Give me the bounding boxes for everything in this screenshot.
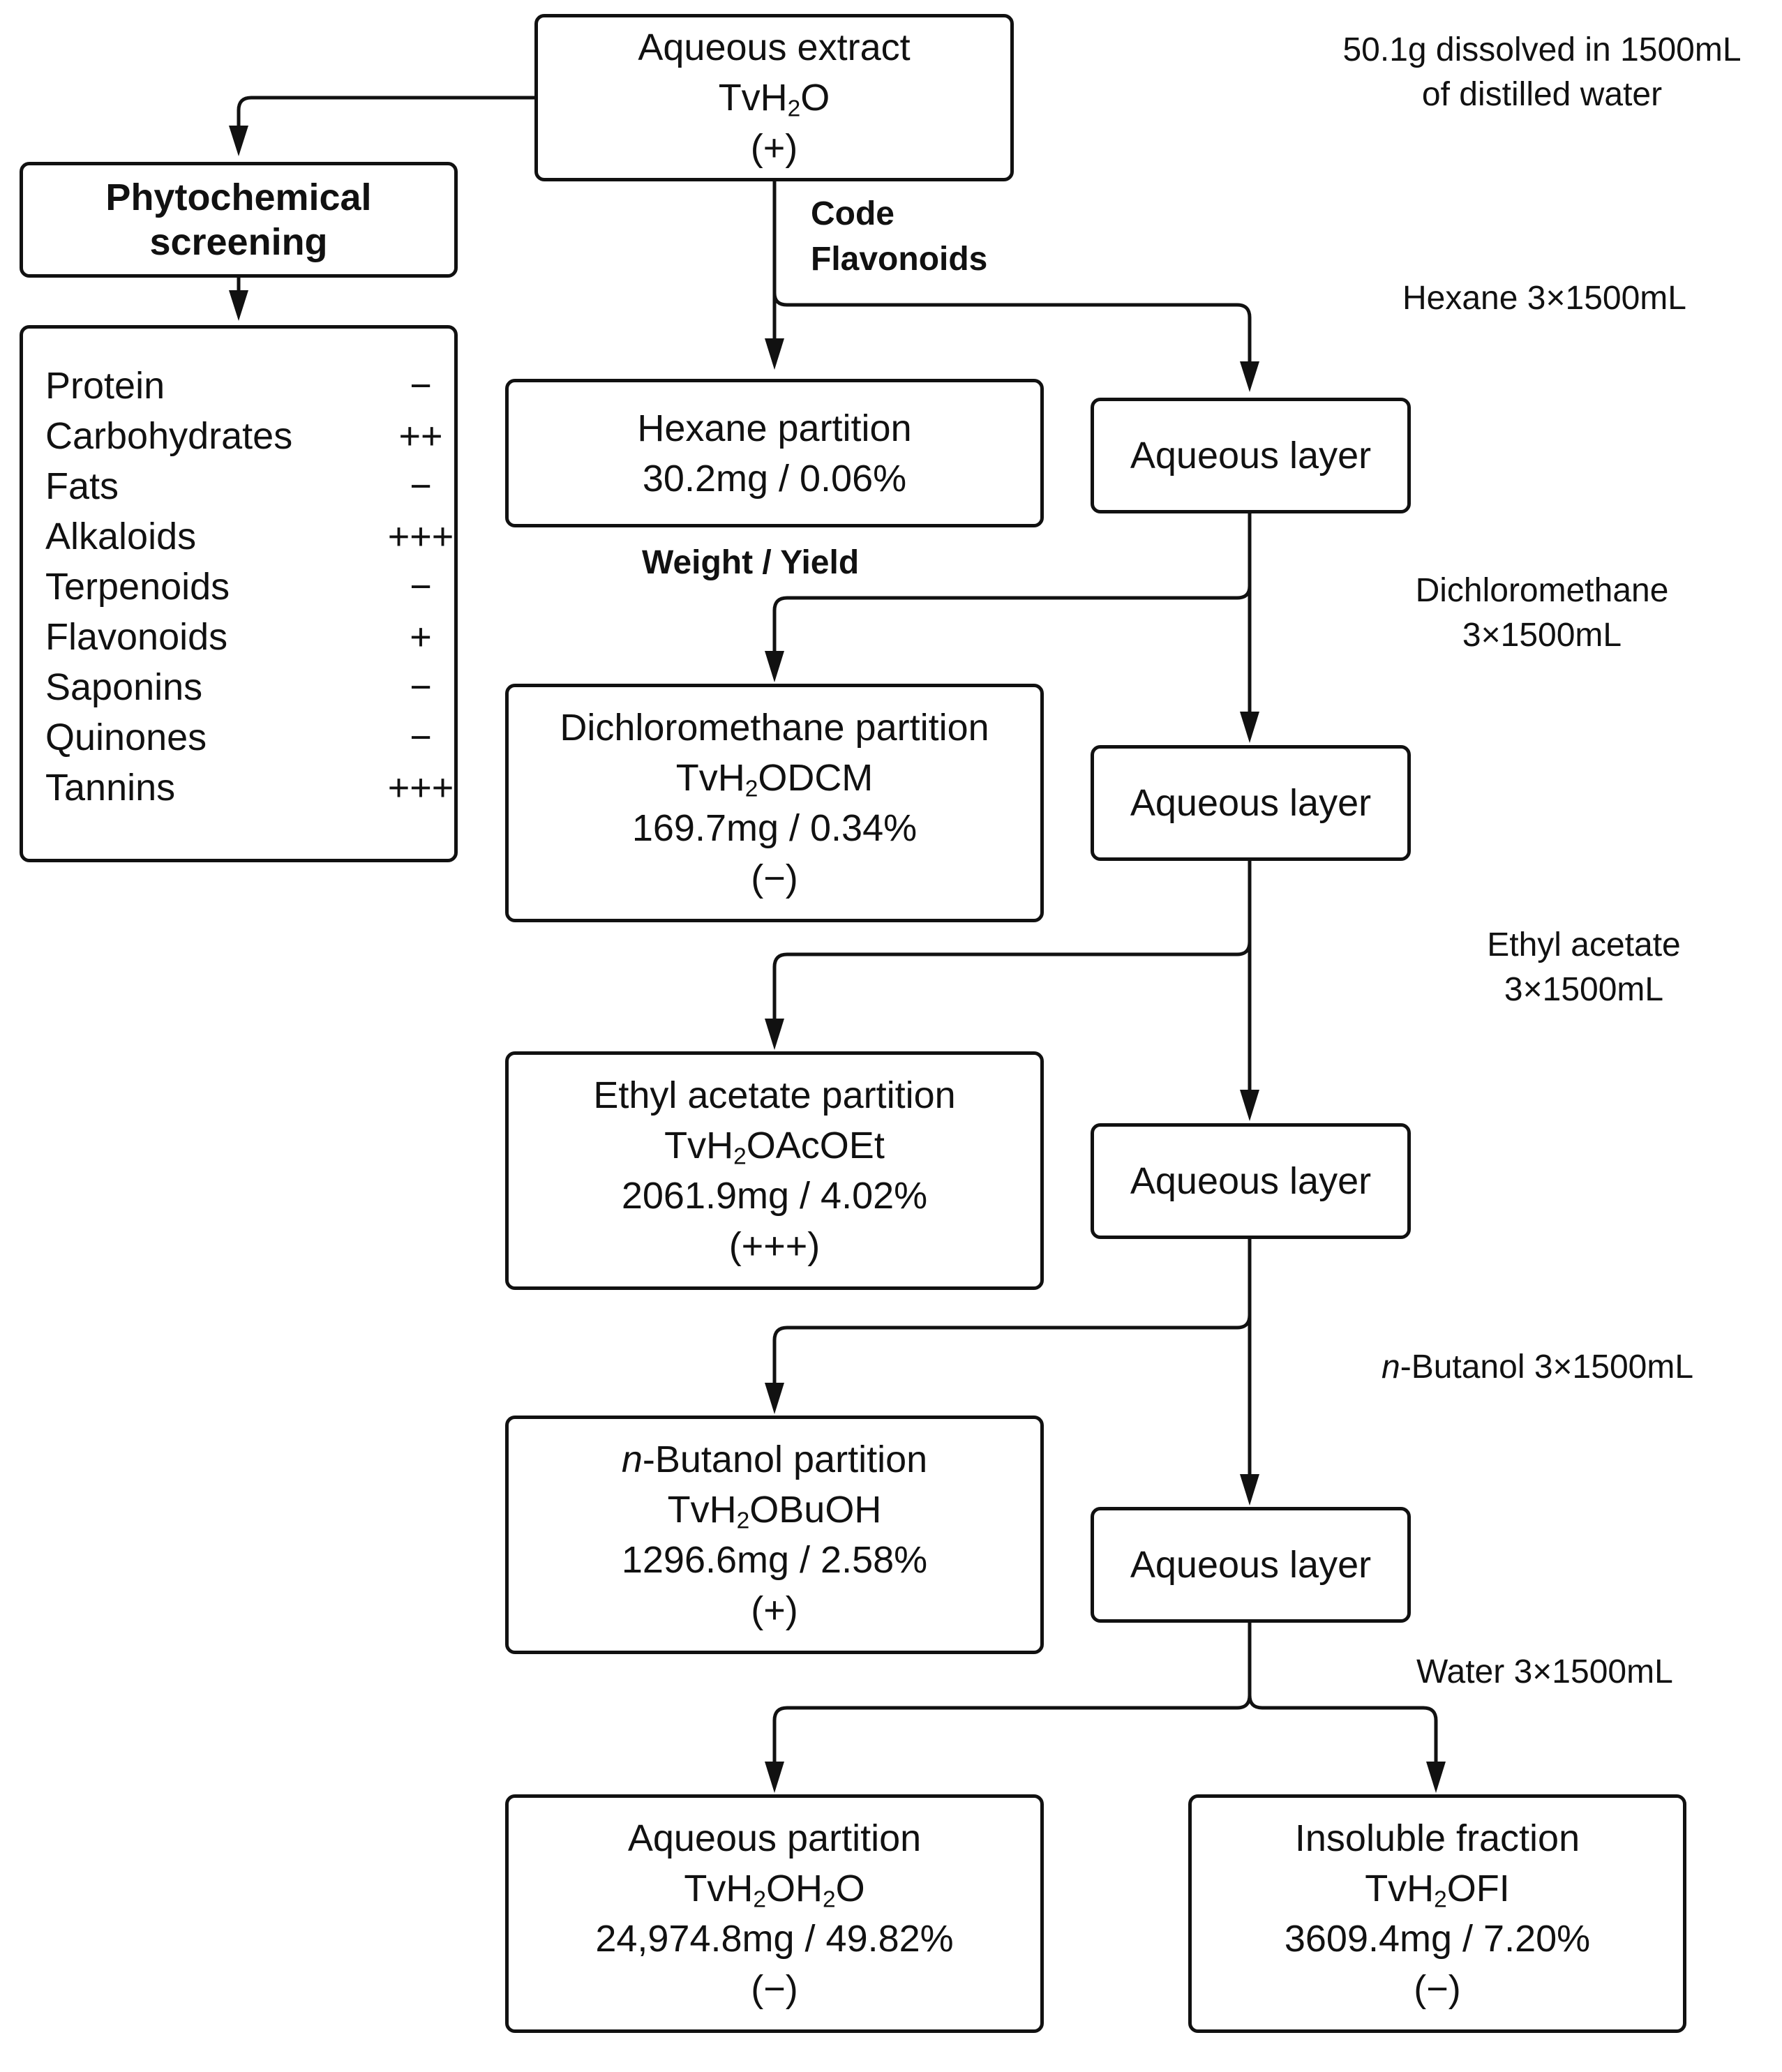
insoluble-fraction-box: Insoluble fraction TvH2OFI 3609.4mg / 7.… <box>1188 1794 1686 2033</box>
arrowhead <box>1240 1474 1259 1506</box>
legend-flavonoids-label: Flavonoids <box>811 241 988 278</box>
butanol-partition-box: n-Butanol partition TvH2OBuOH 1296.6mg /… <box>505 1416 1044 1654</box>
aqueous-extract-title: Aqueous extract <box>638 27 911 68</box>
screening-results-list: Protein− Carbohydrates++ Fats− Alkaloids… <box>20 325 458 862</box>
arrowhead <box>765 1762 784 1793</box>
solvent-dcm-label: Dichloromethane 3×1500mL <box>1415 572 1669 654</box>
aqueous-layer-box: Aqueous layer <box>1091 745 1411 861</box>
aqueous-partition-box: Aqueous partition TvH2OH2O 24,974.8mg / … <box>505 1794 1044 2033</box>
dissolve-note: 50.1g dissolved in 1500mL of distilled w… <box>1342 31 1742 113</box>
aqueous-extract-result: (+) <box>750 127 798 169</box>
aqueous-layer-box: Aqueous layer <box>1091 1507 1411 1623</box>
aqueous-extract-code: TvH2O <box>718 77 830 122</box>
aqueous-layer-box: Aqueous layer <box>1091 398 1411 513</box>
dcm-partition-box: Dichloromethane partition TvH2ODCM 169.7… <box>505 684 1044 922</box>
arrowhead <box>765 1383 784 1414</box>
arrowhead <box>765 651 784 682</box>
arrowhead <box>229 126 248 156</box>
solvent-etoac-label: Ethyl acetate 3×1500mL <box>1487 926 1681 1008</box>
etoac-partition-box: Ethyl acetate partition TvH2OAcOEt 2061.… <box>505 1051 1044 1290</box>
legend-code-label: Code <box>811 195 894 232</box>
solvent-butanol-label: n-Butanol 3×1500mL <box>1382 1349 1694 1386</box>
hexane-partition-box: Hexane partition 30.2mg / 0.06% <box>505 379 1044 527</box>
arrow-to-aqueous-partition <box>772 1695 1252 1772</box>
aqueous-layer-box: Aqueous layer <box>1091 1123 1411 1239</box>
arrow-to-butanol-partition <box>772 1314 1252 1393</box>
arrowhead <box>1426 1762 1446 1793</box>
legend-weight-yield-label: Weight / Yield <box>642 544 860 581</box>
arrowhead <box>229 290 248 321</box>
aqueous-extract-box: Aqueous extract TvH2O (+) <box>534 14 1014 181</box>
arrow-to-screening <box>237 96 534 136</box>
arrowhead <box>765 338 784 370</box>
arrowhead <box>1240 712 1259 743</box>
solvent-water-label: Water 3×1500mL <box>1416 1653 1673 1690</box>
arrow-to-dcm-partition <box>772 585 1252 661</box>
arrowhead <box>765 1019 784 1050</box>
arrowhead <box>1240 361 1259 392</box>
arrow-to-insoluble-fraction <box>1248 1695 1438 1772</box>
arrow-to-aqueous-layer-1 <box>772 292 1252 371</box>
arrowhead <box>1240 1090 1259 1121</box>
arrow-to-etoac-partition <box>772 941 1252 1029</box>
phytochemical-screening-box: Phytochemical screening <box>20 162 458 278</box>
solvent-hexane-label: Hexane 3×1500mL <box>1402 280 1686 317</box>
